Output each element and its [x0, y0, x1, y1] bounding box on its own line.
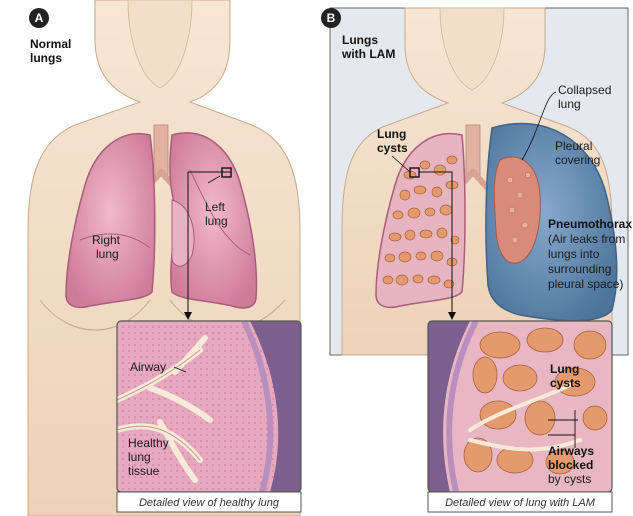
panel-a-title-1: Normal [30, 37, 71, 51]
pneumo-title: Pneumothorax [548, 217, 632, 231]
panel-b-title-2: with LAM [341, 47, 395, 61]
inset-a-caption: Detailed view of healthy lung [139, 497, 280, 509]
trachea-b [466, 125, 480, 175]
trachea-a [154, 125, 168, 175]
healthy-label-1: Healthy [128, 436, 169, 450]
pneumo-line-3: surrounding [548, 262, 611, 276]
pneumo-line-4: pleural space) [548, 277, 623, 291]
panel-a: A Normal lungs Right lung Left lung [28, 0, 301, 516]
inset-airways-label-2: blocked [548, 458, 593, 472]
inset-lam: Detailed view of lung with LAM Lung cyst… [428, 321, 612, 512]
collapsed-label-2: lung [558, 97, 581, 111]
right-lung-label-1: Right [92, 233, 121, 247]
inset-b-caption: Detailed view of lung with LAM [445, 497, 596, 509]
panel-b-title-1: Lungs [342, 33, 378, 47]
airway-label: Airway [130, 360, 166, 374]
right-lung-label-2: lung [96, 247, 119, 261]
left-lung-label-2: lung [205, 214, 228, 228]
inset-cysts-label-1: Lung [550, 362, 579, 376]
cysts-label-2: cysts [377, 141, 408, 155]
healthy-label-2: lung [128, 450, 151, 464]
pneumo-line-2: lungs into [548, 247, 600, 261]
pneumo-line-1: (Air leaks from [548, 232, 625, 246]
left-lung-label-1: Left [205, 200, 226, 214]
pleural-label-2: covering [555, 153, 600, 167]
inset-healthy: Detailed view of healthy lung Airway Hea… [117, 321, 301, 512]
inset-airways-label-1: Airways [548, 444, 594, 458]
pleural-label-1: Pleural [555, 139, 592, 153]
healthy-label-3: tissue [128, 464, 160, 478]
collapsed-label-1: Collapsed [558, 83, 611, 97]
badge-a-text: A [35, 11, 44, 25]
badge-b-text: B [327, 11, 336, 25]
inset-airways-label-3: by cysts [548, 472, 591, 486]
cysts-label-1: Lung [377, 127, 406, 141]
inset-cysts-label-2: cysts [550, 376, 581, 390]
panel-b: B Lungs with LAM Collapsed lung Lung cys… [321, 8, 632, 512]
panel-a-title-2: lungs [30, 51, 62, 65]
